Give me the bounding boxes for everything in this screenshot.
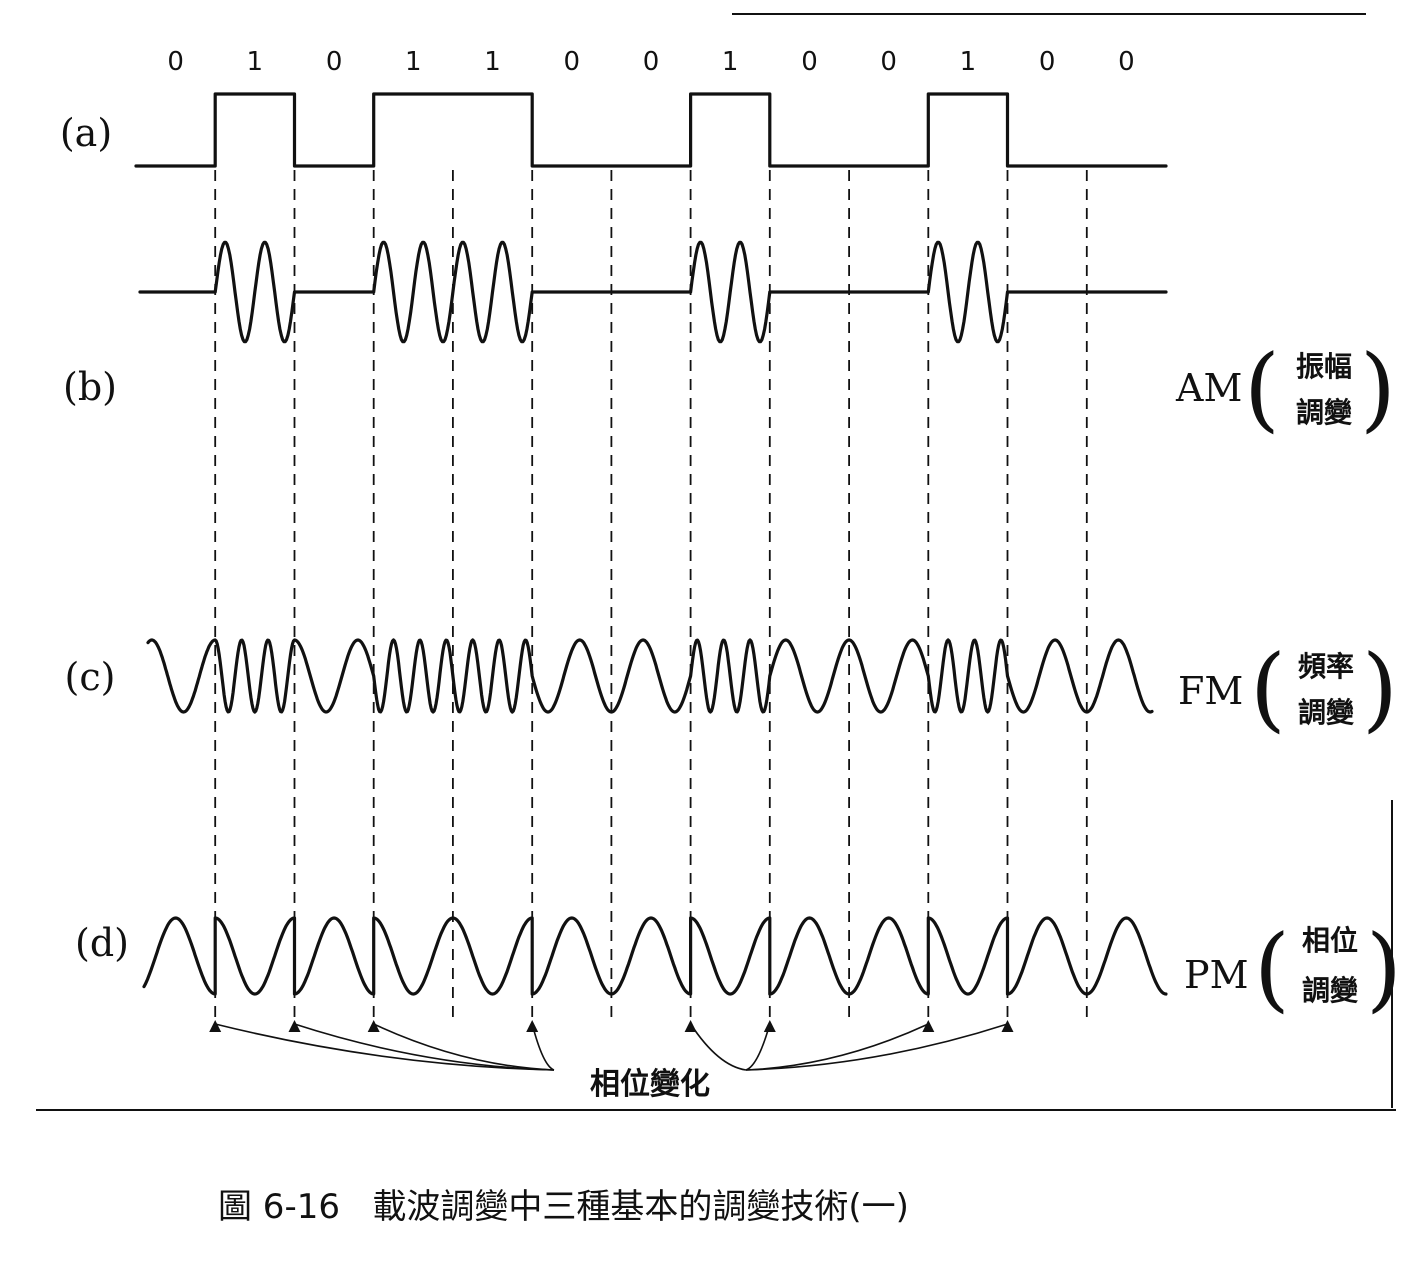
dashed-guide-lines (214, 170, 1088, 1020)
arrow-head (1001, 1020, 1014, 1032)
bit-label: 1 (484, 47, 501, 77)
am-right-paren: ) (1360, 335, 1396, 442)
bit-label: 0 (167, 47, 184, 77)
figure-caption: 圖 6-16 載波調變中三種基本的調變技術(一) (218, 1187, 909, 1227)
phase-change-arrow (294, 1023, 555, 1071)
am-left-paren: ( (1244, 335, 1280, 442)
arrow-head (763, 1020, 776, 1032)
pm-abbr: PM (1184, 953, 1248, 997)
fm-right-paren: ) (1362, 635, 1398, 742)
phase-change-arrow (373, 1023, 555, 1071)
pm-left-paren: ( (1254, 915, 1290, 1022)
bit-label: 0 (564, 47, 581, 77)
phase-change-arrow (215, 1023, 555, 1071)
am-name-bottom: 調變 (1296, 396, 1353, 429)
pm-name-bottom: 調變 (1302, 974, 1359, 1007)
bit-label: 1 (722, 47, 739, 77)
phase-change-arrow (745, 1023, 1008, 1071)
pm-waveform (142, 916, 1168, 996)
arrow-head (526, 1020, 539, 1032)
row-label-d: (d) (75, 921, 129, 965)
bit-label: 0 (643, 47, 660, 77)
bit-label: 0 (326, 47, 343, 77)
bit-label: 0 (880, 47, 897, 77)
row-label-a: (a) (60, 111, 112, 155)
bit-label: 0 (1118, 47, 1135, 77)
pm-right-paren: ) (1366, 915, 1402, 1022)
row-label-c: (c) (65, 655, 116, 699)
row-label-b: (b) (63, 365, 117, 409)
bit-label: 1 (960, 47, 977, 77)
bit-label: 0 (1039, 47, 1056, 77)
arrow-head (684, 1020, 697, 1032)
fm-name-bottom: 調變 (1298, 696, 1355, 729)
bit-label: 1 (247, 47, 264, 77)
arrow-head (288, 1020, 301, 1032)
digital-signal-waveform (134, 92, 1168, 168)
fm-abbr: FM (1178, 669, 1243, 713)
am-name-top: 振幅 (1296, 350, 1352, 383)
arrow-head (209, 1020, 222, 1032)
am-waveform (138, 240, 1168, 344)
bit-label: 0 (801, 47, 818, 77)
bit-label: 1 (405, 47, 422, 77)
arrow-head (922, 1020, 935, 1032)
phase-change-arrow (689, 1023, 747, 1071)
pm-name-top: 相位 (1302, 924, 1358, 957)
fm-waveform (146, 638, 1154, 714)
bit-sequence: 0 1 0 1 1 0 0 1 0 0 1 0 0 (167, 47, 1134, 77)
fm-left-paren: ( (1250, 635, 1286, 742)
fm-name-top: 頻率 (1298, 650, 1354, 683)
am-abbr: AM (1175, 366, 1242, 410)
phase-change-arrows (209, 1020, 1014, 1071)
phase-change-label: 相位變化 (590, 1067, 710, 1102)
arrow-head (367, 1020, 380, 1032)
